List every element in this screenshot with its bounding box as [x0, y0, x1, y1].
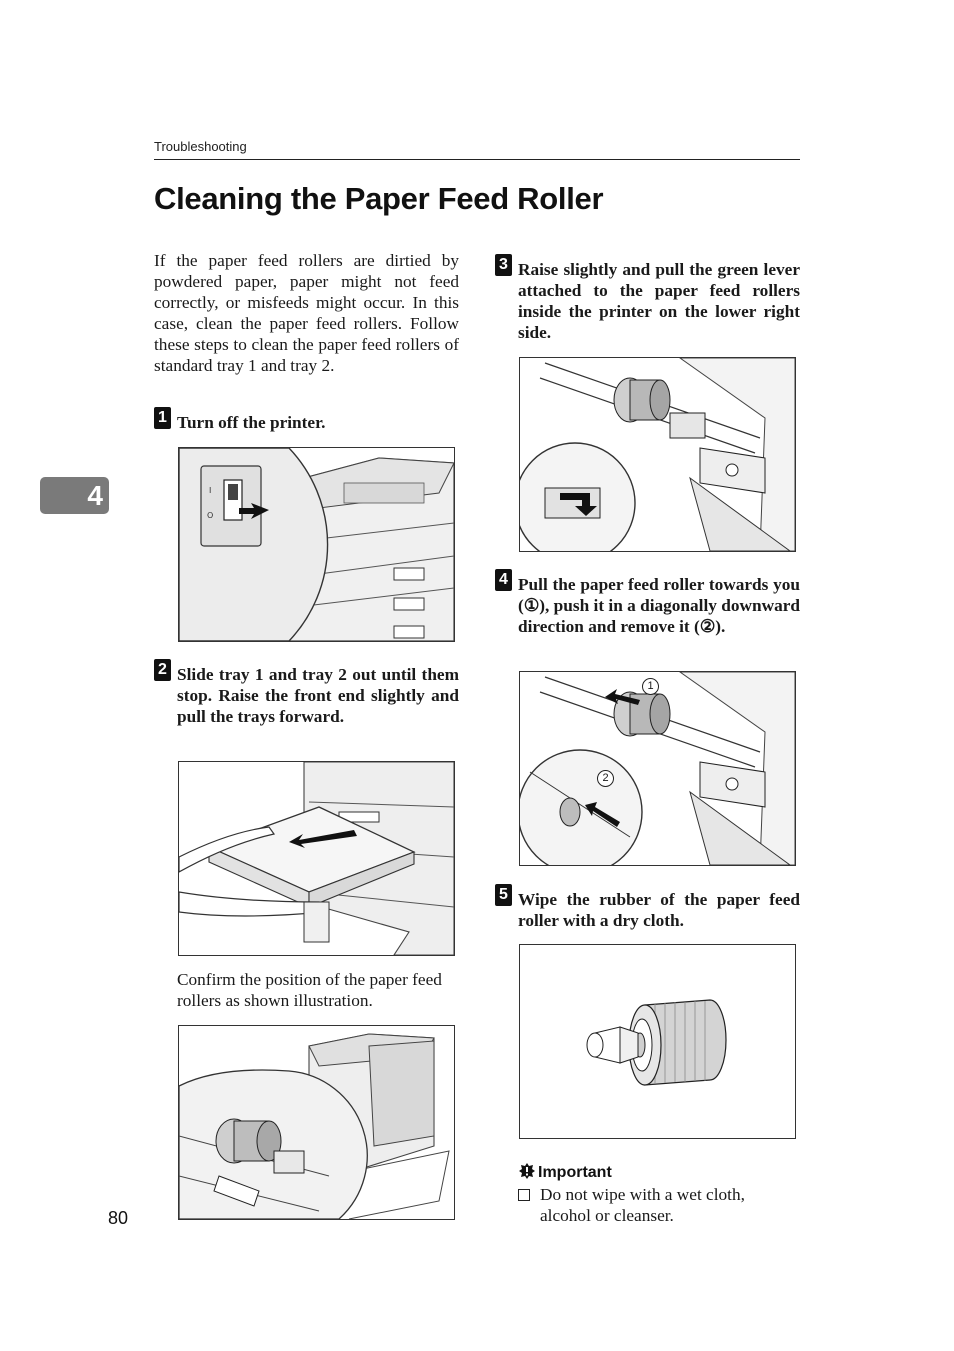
step-4-text: Pull the paper feed roller towards you (… [518, 575, 800, 636]
important-heading: Important [518, 1162, 612, 1182]
svg-text:O: O [207, 511, 213, 520]
step-5-text: Wipe the rubber of the paper feed roller… [518, 890, 800, 930]
step-4-number: 4 [495, 569, 512, 591]
step-1-text: Turn off the printer. [177, 413, 326, 432]
figure-trays-out [178, 761, 455, 956]
important-icon [518, 1162, 536, 1180]
page-title: Cleaning the Paper Feed Roller [154, 181, 604, 216]
callout-2: 2 [597, 770, 614, 787]
step-3-text: Raise slightly and pull the green lever … [518, 260, 800, 342]
figure-power-switch: I O [178, 447, 455, 642]
intro-paragraph: If the paper feed rollers are dirtied by… [154, 251, 459, 375]
svg-text:I: I [209, 486, 211, 495]
page-number: 80 [108, 1208, 129, 1228]
step-1-number: 1 [154, 407, 171, 429]
step-5-number: 5 [495, 884, 512, 906]
step-2-number: 2 [154, 659, 171, 681]
step-2-text: Slide tray 1 and tray 2 out until them s… [177, 665, 459, 726]
figure-roller [519, 944, 796, 1139]
figure-roller-position [178, 1025, 455, 1220]
callout-1: 1 [642, 678, 659, 695]
important-item: Do not wipe with a wet cloth, alcohol or… [540, 1185, 745, 1225]
header-rule [154, 159, 800, 160]
running-head: Troubleshooting [154, 139, 247, 154]
step-2-note: Confirm the position of the paper feed r… [177, 970, 442, 1010]
important-label: Important [538, 1164, 612, 1181]
step-3-number: 3 [495, 254, 512, 276]
figure-green-lever [519, 357, 796, 552]
chapter-tab: 4 [40, 477, 109, 514]
bullet-checkbox-icon [518, 1189, 530, 1201]
figure-remove-roller [519, 671, 796, 866]
